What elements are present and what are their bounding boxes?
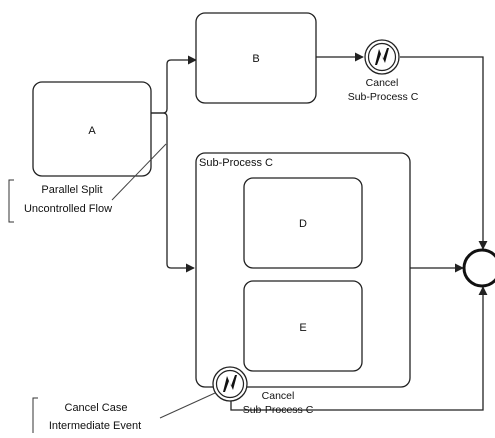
- annotation-cancel-case-line2: Intermediate Event: [49, 420, 141, 432]
- association-cancel-case: [159, 392, 216, 419]
- end-event[interactable]: [462, 248, 495, 288]
- task-b[interactable]: B: [195, 12, 317, 104]
- subprocess-c[interactable]: Sub-Process C D E: [195, 152, 411, 388]
- task-b-label: B: [252, 53, 259, 65]
- flow-cancel-bottom-to-end: [230, 286, 488, 411]
- cancel-event-top-label-line1: Cancel: [366, 77, 399, 89]
- cancel-event-bottom[interactable]: Cancel Sub-Process C: [212, 366, 314, 416]
- cancel-event-bottom-label-line2: Sub-Process C: [243, 404, 314, 416]
- task-e-box[interactable]: [243, 280, 363, 372]
- task-b-box[interactable]: [195, 12, 317, 104]
- task-d[interactable]: D: [243, 177, 363, 269]
- subprocess-c-title: Sub-Process C: [199, 157, 273, 169]
- end-event-icon: [462, 248, 495, 288]
- annotation-cancel-case: Cancel Case Intermediate Event: [32, 392, 216, 433]
- annotation-parallel-line1: Parallel Split: [41, 184, 102, 196]
- task-a-box[interactable]: [32, 81, 152, 177]
- annotation-bracket: [32, 397, 38, 433]
- task-a-label: A: [88, 125, 96, 137]
- task-a[interactable]: A: [32, 81, 152, 177]
- annotation-parallel-line2: Uncontrolled Flow: [24, 203, 112, 215]
- flow-cancel-top-to-end: [400, 56, 488, 250]
- task-e[interactable]: E: [243, 280, 363, 372]
- cancel-event-bottom-label-line1: Cancel: [262, 390, 295, 402]
- annotation-cancel-case-line1: Cancel Case: [65, 402, 128, 414]
- association-parallel-split: [111, 143, 167, 201]
- cancel-event-top[interactable]: Cancel Sub-Process C: [348, 39, 419, 103]
- task-d-box[interactable]: [243, 177, 363, 269]
- task-d-label: D: [299, 218, 307, 230]
- task-e-label: E: [299, 322, 306, 334]
- annotation-parallel-split: Parallel Split Uncontrolled Flow: [8, 143, 167, 223]
- flow-a-to-b: [151, 55, 197, 114]
- annotation-bracket: [8, 179, 14, 223]
- cancel-event-top-label-line2: Sub-Process C: [348, 91, 419, 103]
- flow-a-to-subprocess: [151, 112, 195, 273]
- cancel-intermediate-event-icon: [212, 366, 248, 402]
- cancel-intermediate-event-icon: [364, 39, 400, 75]
